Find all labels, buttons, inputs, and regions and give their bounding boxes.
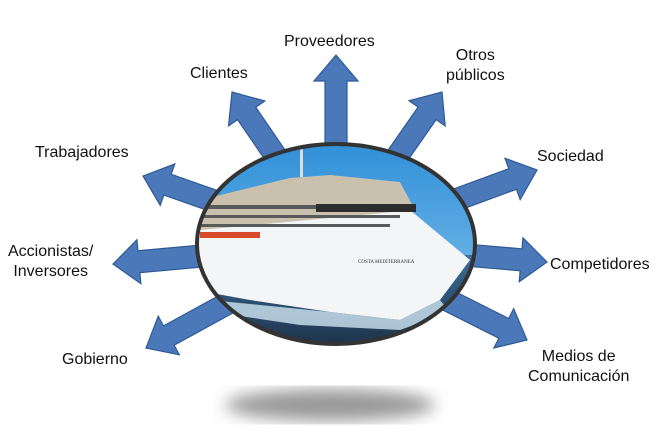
label-line: Accionistas/ xyxy=(8,243,94,260)
ship-image: COSTA MEDITERRANEA xyxy=(195,142,477,346)
label-sociedad: Sociedad xyxy=(537,148,604,165)
label-line: Inversores xyxy=(13,263,89,280)
center-ellipse xyxy=(195,142,477,346)
label-line: Medios de xyxy=(541,348,616,365)
ship-name: COSTA MEDITERRANEA xyxy=(358,260,415,265)
label-competidores: Competidores xyxy=(550,256,650,273)
label-otros-publicos: Otros públicos xyxy=(446,46,505,86)
label-medios: Medios de Comunicación xyxy=(528,347,629,387)
label-line: Otros xyxy=(455,47,495,64)
label-gobierno: Gobierno xyxy=(62,351,128,368)
label-clientes: Clientes xyxy=(190,65,248,82)
label-proveedores: Proveedores xyxy=(284,33,375,50)
label-line: públicos xyxy=(446,67,505,84)
label-line: Comunicación xyxy=(528,368,630,385)
label-accionistas: Accionistas/ Inversores xyxy=(8,242,93,282)
shadow xyxy=(225,389,435,421)
label-trabajadores: Trabajadores xyxy=(35,144,129,161)
